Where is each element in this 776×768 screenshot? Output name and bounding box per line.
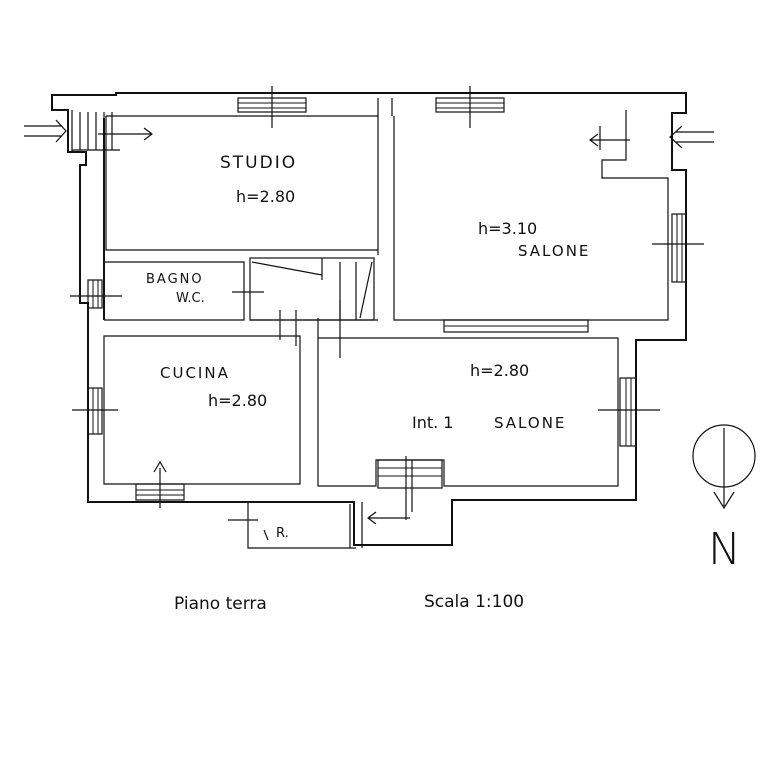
ripostiglio-label: R.: [276, 526, 289, 541]
salone-top-label: SALONE: [518, 242, 590, 260]
north-compass-icon: [692, 424, 756, 510]
outer-walls: [51, 92, 687, 546]
entry-arrow-right-icon: [669, 125, 714, 149]
unit-label: Int. 1: [412, 413, 453, 432]
entry-arrow-left-icon: [24, 119, 67, 143]
bagno-sub: W.C.: [176, 291, 205, 306]
tick-marks: [70, 86, 704, 541]
cucina-height: h=2.80: [208, 391, 267, 410]
salone-bottom-label: SALONE: [494, 414, 566, 432]
salone-bottom-height: h=2.80: [470, 361, 529, 380]
door-arrow-cucina-icon: [153, 460, 167, 508]
studio-label: STUDIO: [220, 153, 297, 173]
entrance-steps-left: [71, 110, 120, 152]
door-arrow-studio-icon: [98, 127, 153, 141]
stair: [249, 257, 375, 321]
studio-height: h=2.80: [236, 187, 295, 206]
cucina-label: CUCINA: [160, 364, 230, 382]
scale-label: Scala 1:100: [424, 592, 524, 612]
floor-label: Piano terra: [174, 594, 267, 614]
bagno-label: BAGNO: [146, 272, 204, 287]
compass-label: N: [708, 524, 741, 575]
door-arrow-salone-icon: [589, 126, 630, 150]
ripostiglio-box: [247, 502, 363, 549]
salone-top-height: h=3.10: [478, 219, 537, 238]
door-arrow-r-icon: [367, 511, 410, 525]
